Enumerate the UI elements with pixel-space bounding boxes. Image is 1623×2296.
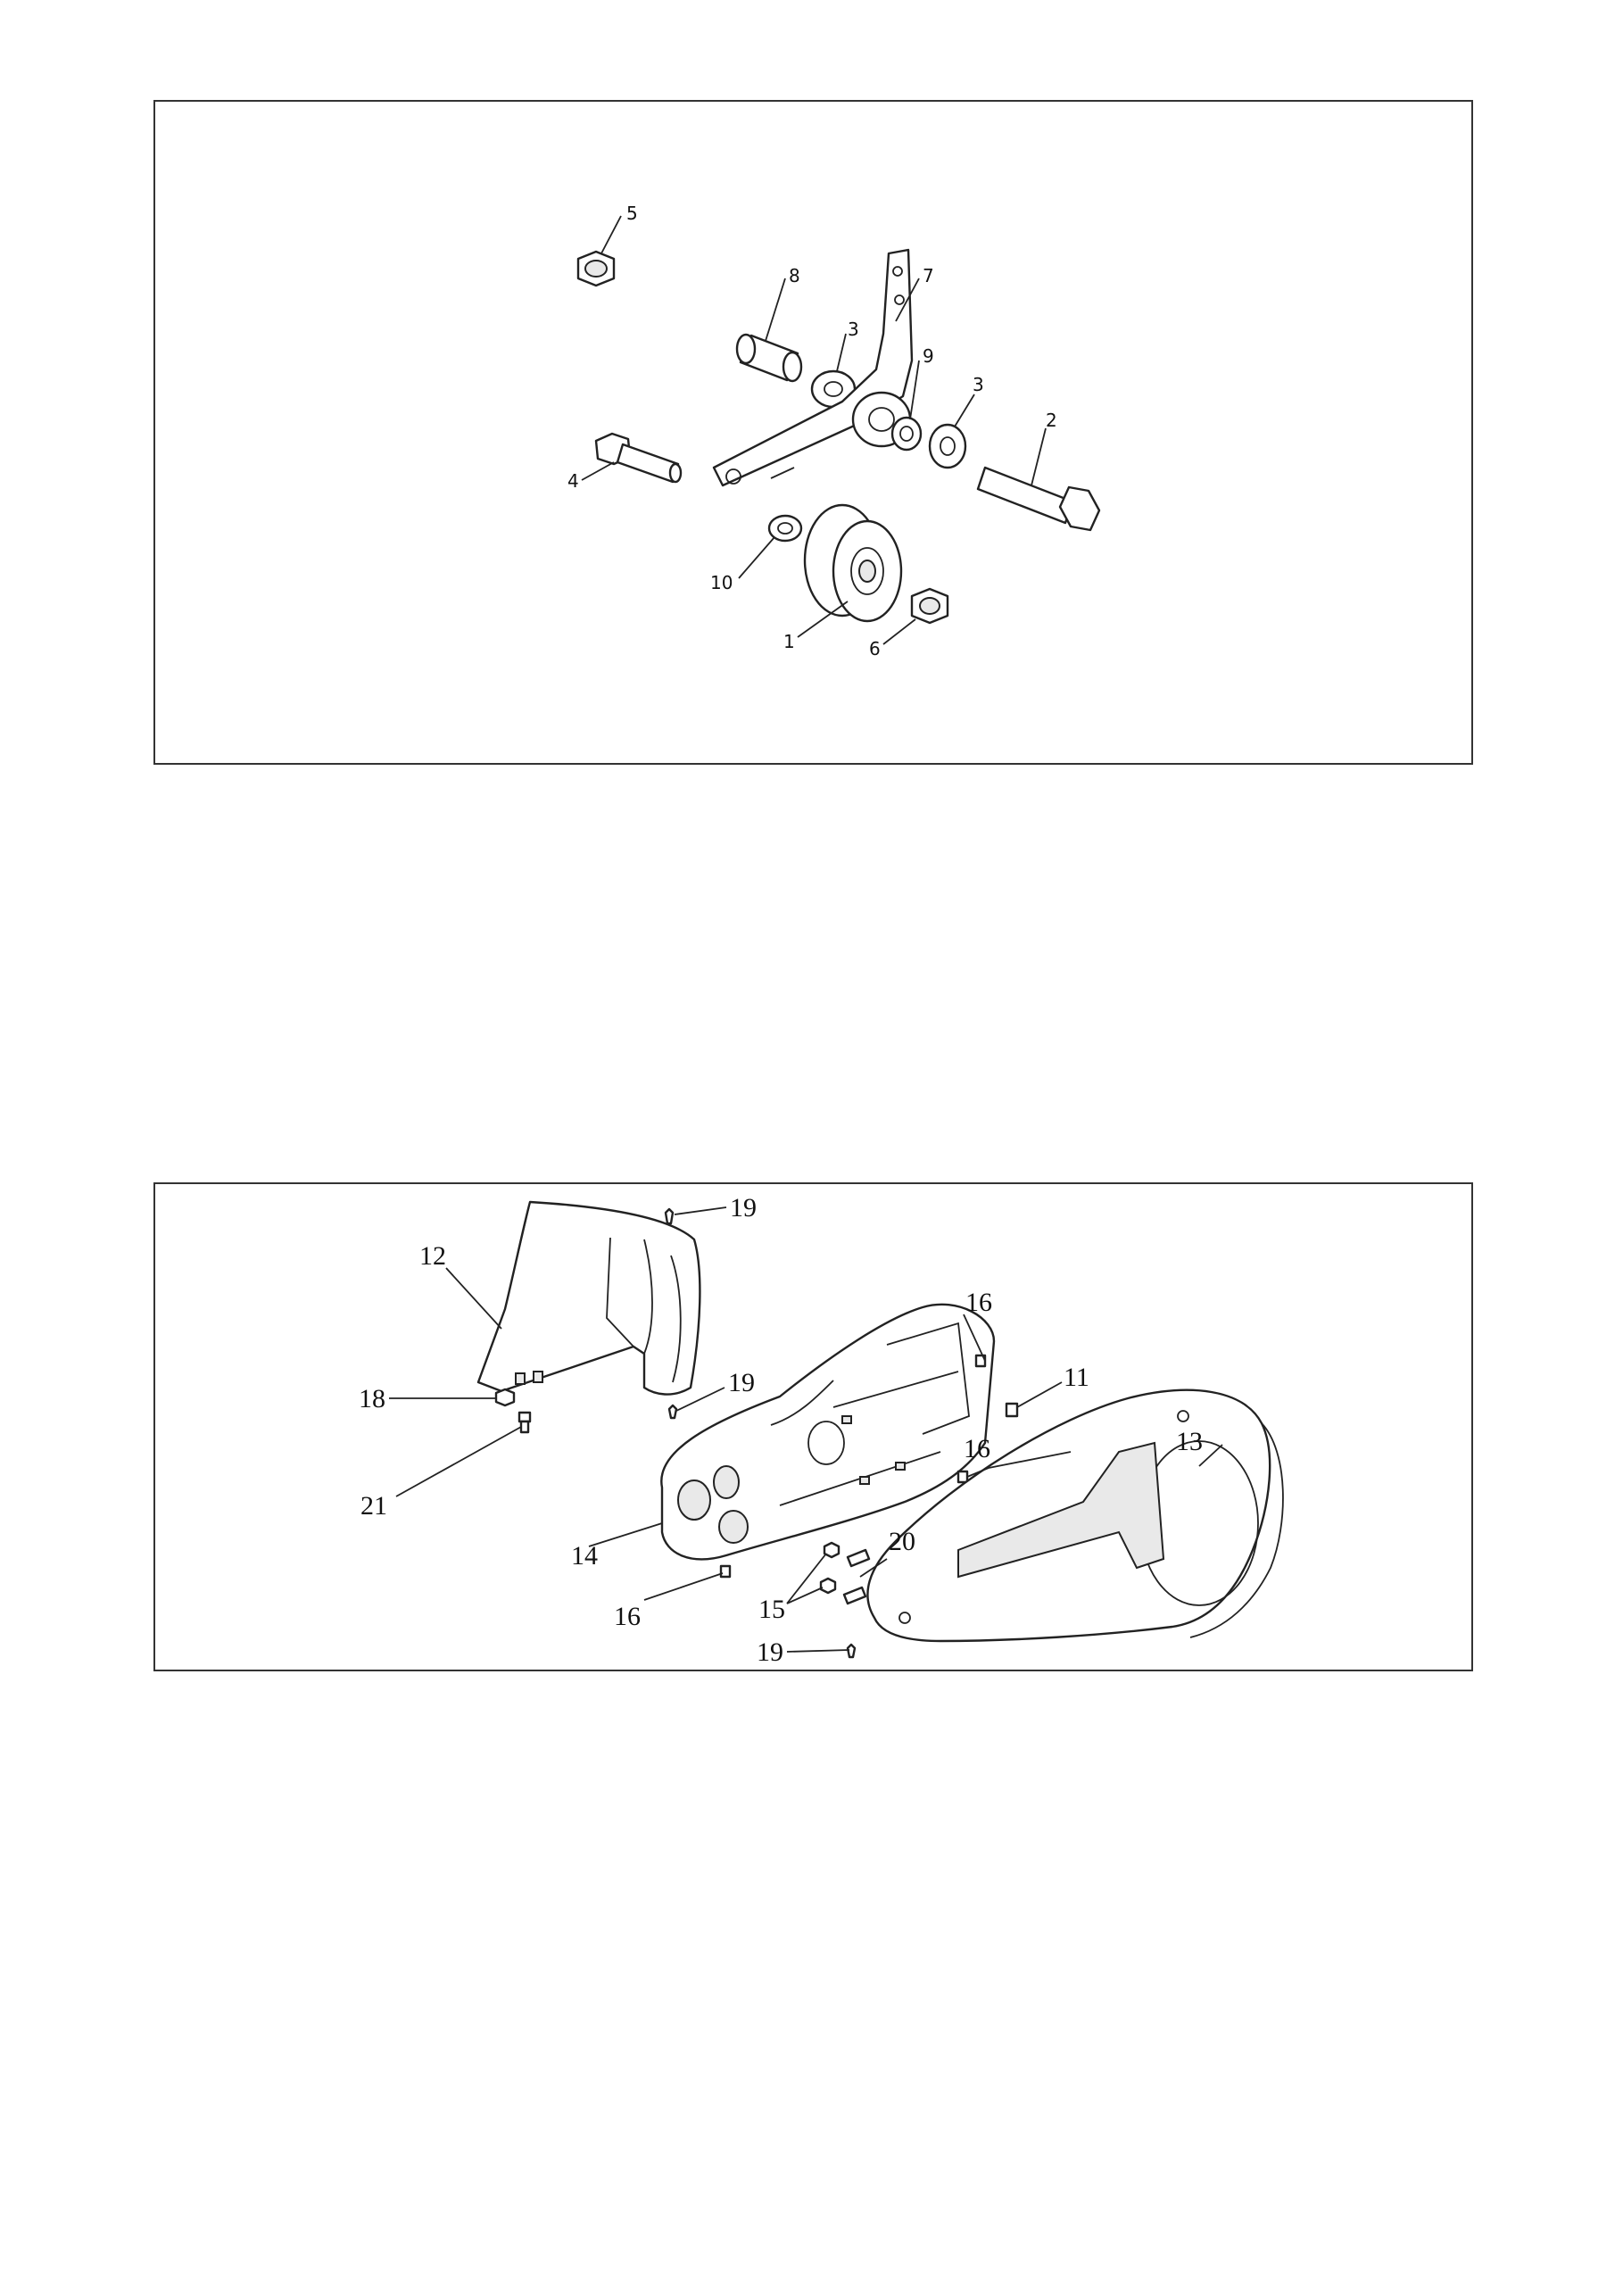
part-6-nut [910,587,949,625]
callout-1: 1 [783,631,795,652]
leader-2 [1031,427,1047,486]
callout-9: 9 [923,345,934,367]
leader-8 [765,278,786,342]
part-5-nut [576,250,616,287]
callout-10: 10 [710,572,733,593]
part-18-nut [494,1388,516,1407]
callout-21: 21 [360,1491,387,1521]
leader-21 [395,1426,522,1497]
leader-11 [1016,1381,1063,1408]
callout-7: 7 [923,265,934,286]
part-12-upper-guard [476,1200,701,1396]
leader-12 [445,1267,502,1330]
callout-16-top: 16 [965,1288,992,1317]
callout-13: 13 [1176,1427,1203,1456]
part-21-bolt [518,1411,532,1434]
part-9-bushing [890,416,923,452]
callout-8: 8 [789,265,800,286]
leader-6 [882,618,916,645]
part-20-bolt-b [842,1586,867,1605]
callout-19-top: 19 [730,1193,757,1223]
callout-3-upper: 3 [848,319,859,340]
part-15-nut-a [823,1541,840,1559]
part-3-washer-right [928,423,967,469]
callout-16-mid: 16 [964,1434,990,1463]
callout-2: 2 [1046,410,1057,431]
callout-3-right: 3 [973,374,984,395]
callout-5: 5 [626,203,638,224]
leader-16-mid [966,1451,1072,1478]
part-11-clip [1005,1402,1019,1418]
leader-1 [797,601,849,638]
leader-14 [588,1522,663,1547]
idler-arm-drawing: 5 8 7 3 9 3 2 4 10 1 6 [567,203,1101,659]
leader-3a [836,333,847,372]
leader-15b [786,1587,824,1604]
callout-16-bottom: 16 [614,1602,641,1631]
leader-19-top [674,1206,727,1215]
leader-13 [1198,1444,1223,1467]
leader-19-bottom [786,1649,850,1653]
belt-cover-diagram-panel: 19 12 19 18 21 16 11 16 13 14 20 15 16 1… [153,1182,1473,1671]
part-8-spacer [735,333,803,383]
part-16-clip-mid [956,1470,969,1484]
leader-15a [786,1553,827,1604]
part-7-idler-arm [712,248,914,487]
callout-6: 6 [869,638,881,659]
callout-19-bottom: 19 [757,1637,783,1667]
part-19-screw-bottom [846,1643,857,1659]
callout-15: 15 [758,1595,785,1624]
leader-19-mid [675,1387,725,1412]
callout-20: 20 [889,1527,915,1556]
callout-14: 14 [571,1541,598,1571]
part-16-clip-bottom [719,1564,732,1579]
part-19-screw-top [664,1207,675,1225]
leader-16-top [963,1314,986,1362]
part-15-nut-b [819,1577,837,1595]
callout-12: 12 [419,1241,446,1271]
part-10-bushing [767,514,803,543]
leader-5 [600,215,622,254]
callout-18: 18 [359,1384,385,1413]
callout-4: 4 [567,470,579,492]
part-4-bolt [594,432,683,484]
leader-3b [954,394,975,427]
leader-4 [581,461,615,481]
part-13-outer-cover [866,1388,1284,1643]
leader-7 [895,278,920,322]
callout-19-mid: 19 [728,1368,755,1397]
leader-20 [859,1558,888,1578]
part-2-bolt [976,466,1101,532]
part-1-pulley [803,503,903,623]
leader-10 [738,536,775,579]
part-14-base-plate [660,1303,996,1561]
part-19-screw-mid [667,1404,678,1420]
idler-arm-diagram-panel: 5 8 7 3 9 3 2 4 10 1 6 [153,100,1473,765]
leader-9 [909,360,920,420]
belt-cover-drawing: 19 12 19 18 21 16 11 16 13 14 20 15 16 1… [359,1193,1284,1667]
part-20-bolt-a [846,1548,871,1568]
leader-16-bottom [643,1572,724,1601]
callout-11: 11 [1064,1363,1089,1392]
